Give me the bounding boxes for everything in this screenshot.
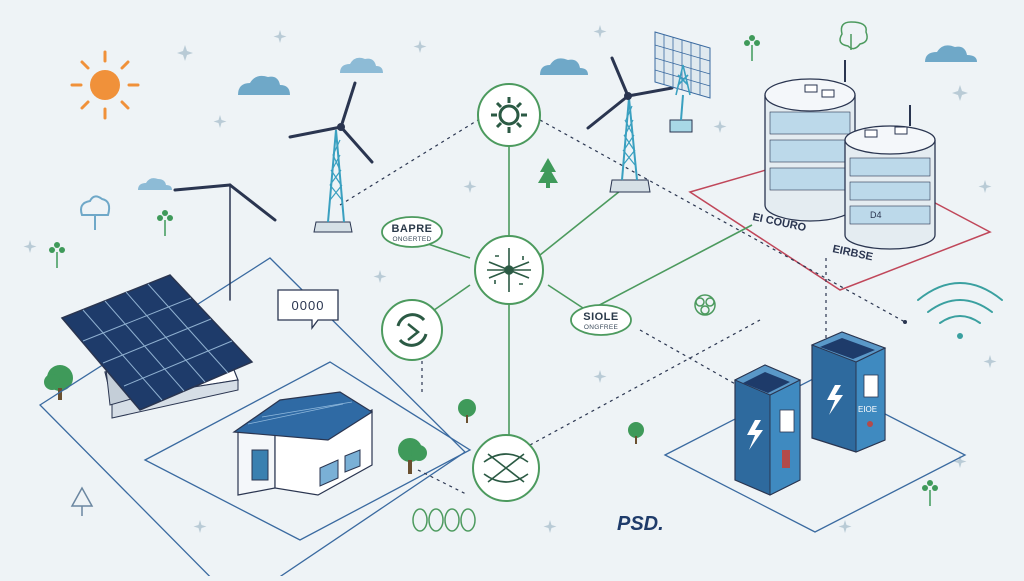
sparkles [23, 25, 997, 533]
wind-turbine-icon [586, 56, 674, 193]
charger-label: EIOE [858, 405, 877, 414]
gear-node[interactable] [477, 83, 541, 147]
battery-tank-icon [764, 60, 856, 222]
label-node-right[interactable]: SIOLE ONGFREE [570, 304, 632, 336]
right-node-title: SIOLE [583, 311, 619, 323]
flow-icon [483, 453, 529, 483]
left-node-title: BAPRE [391, 223, 432, 235]
gear-icon [491, 97, 527, 133]
ev-charger-icon: EIOE [810, 331, 887, 453]
wind-turbine-icon [288, 81, 374, 233]
central-hub-node[interactable] [474, 235, 544, 305]
right-node-subtitle: ONGFREE [584, 324, 619, 331]
turbine-blade-left [173, 183, 277, 301]
network-icon [487, 248, 531, 292]
warning-triangle-icon [70, 486, 94, 516]
sun-icon [70, 50, 140, 120]
cloud-icon [138, 45, 977, 190]
tree-outline-icon [412, 21, 868, 532]
label-node-left[interactable]: BAPRE ONGERTED [381, 216, 443, 248]
meter-bubble: 0000 [277, 289, 339, 330]
tree-icon [44, 35, 938, 506]
left-node-subtitle: ONGERTED [392, 236, 431, 243]
wifi-icon [917, 282, 1003, 339]
battery-tank-icon: D4 [844, 105, 936, 250]
brand-logo: PSD. [617, 513, 664, 535]
meter-readout: 0000 [292, 298, 325, 313]
tank-label: D4 [870, 210, 882, 220]
converter-node[interactable] [381, 299, 443, 361]
cloud-tree-icon [80, 195, 111, 230]
solar-panel-icon [60, 274, 254, 419]
solar-tower-icon [654, 31, 711, 133]
cycle-arrows-icon [396, 313, 428, 347]
house-icon [232, 391, 374, 496]
ev-charger-icon [733, 364, 802, 496]
distribution-node[interactable] [472, 434, 540, 502]
